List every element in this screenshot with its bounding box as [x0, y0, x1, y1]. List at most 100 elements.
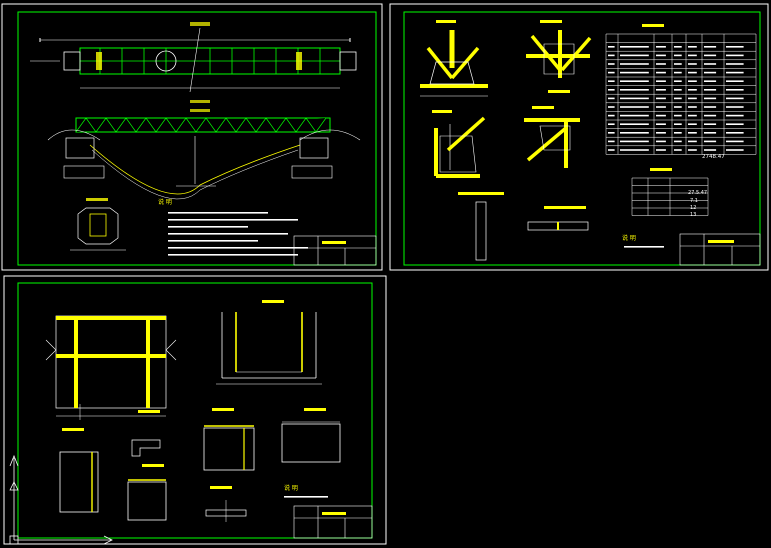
table-cell-text [704, 132, 717, 134]
table-cell-text [656, 114, 666, 117]
sheet-2-notes-title: 说 明 [622, 234, 636, 242]
node-detail-b [526, 20, 592, 93]
table-cell-text [674, 89, 682, 91]
table-cell-text [674, 140, 682, 143]
node-detail-c [432, 110, 486, 178]
table-cell-text [688, 132, 697, 134]
table-cell-text [608, 89, 615, 91]
table-cell-text [656, 132, 666, 134]
table-cell-text [608, 140, 615, 143]
table-cell-text [620, 63, 649, 65]
table-cell-text [704, 46, 717, 48]
table-cell-text [704, 114, 717, 117]
table-cell-text [620, 140, 649, 143]
table-cell-text [704, 123, 717, 125]
table-cell-text [608, 71, 615, 74]
table-cell-text [704, 97, 717, 100]
table-cell-text [688, 46, 697, 48]
table-cell-text [688, 149, 697, 151]
table-cell-text [608, 63, 615, 65]
table-cell-text [688, 63, 697, 65]
frame-elevation [45, 315, 177, 420]
table-cell-text [620, 46, 649, 48]
table-cell-text [688, 54, 697, 57]
sheet-2: 说 明 2748.47 27.5.47 7.1 12 13 [389, 3, 769, 271]
table-cell-text [608, 54, 615, 57]
table-cell-text [656, 46, 666, 48]
sheet-1-title-block [293, 235, 377, 266]
table-cell-text [704, 89, 717, 91]
table-cell-text [704, 106, 717, 108]
sheet-3-frame [17, 282, 373, 539]
table-cell-text [674, 132, 682, 134]
table-cell-text [674, 46, 682, 48]
table-cell-text [726, 63, 744, 65]
table-cell-text [726, 54, 744, 57]
node-detail-d [524, 106, 580, 168]
table-cell-text [704, 71, 717, 74]
sheet-3: 说 明 [3, 275, 387, 545]
ucs-axis-icon [9, 454, 113, 545]
sheet-2-title-block [679, 233, 761, 266]
table-cell-text [726, 89, 744, 91]
plate-detail-small: 说 明 [458, 192, 664, 261]
table-cell-text [656, 80, 666, 82]
elevation-view [47, 109, 361, 200]
table-cell-text [656, 106, 666, 108]
sheet-2-frame [403, 11, 761, 266]
table-cell-text [620, 149, 649, 151]
table-cell-text [608, 114, 615, 117]
material-table: 2748.47 [605, 24, 757, 160]
sheet-1-notes: 说 明 [158, 198, 308, 256]
table-cell-text [704, 63, 717, 65]
table-cell-text [674, 123, 682, 125]
table-cell-text [688, 89, 697, 91]
table-cell-text [704, 140, 717, 143]
table-cell-text [620, 89, 649, 91]
plate-details [59, 408, 341, 522]
table-cell-text [726, 132, 744, 134]
summary-value-1: 27.5.47 [688, 190, 707, 196]
table-cell-text [688, 123, 697, 125]
table-cell-text [726, 106, 744, 108]
table-cell-text [726, 123, 744, 125]
table-cell-text [620, 80, 649, 82]
table-cell-text [620, 97, 649, 100]
table-cell-text [688, 97, 697, 100]
plan-view [30, 22, 357, 103]
summary-value-2: 7.1 [690, 198, 698, 204]
section-1-1 [70, 198, 126, 251]
sheet-3-notes-title: 说 明 [284, 484, 298, 492]
node-detail-a [420, 20, 488, 97]
table-cell-text [608, 132, 615, 134]
sheet-3-notes: 说 明 [284, 484, 328, 498]
table-cell-text [674, 97, 682, 100]
table-cell-text [620, 123, 649, 125]
table-cell-text [704, 149, 717, 151]
table-cell-text [656, 54, 666, 57]
sheet-1-frame [17, 11, 377, 266]
table-cell-text [688, 140, 697, 143]
table-cell-text [674, 71, 682, 74]
table-cell-text [726, 80, 744, 82]
table-cell-text [688, 80, 697, 82]
sheet-2-border [389, 3, 769, 271]
table-cell-text [608, 123, 615, 125]
table-total: 2748.47 [702, 154, 725, 160]
table-cell-text [620, 132, 649, 134]
table-cell-text [656, 71, 666, 74]
sheet-1-border [1, 3, 383, 271]
summary-table: 27.5.47 7.1 12 13 [631, 168, 709, 218]
table-cell-text [726, 97, 744, 100]
table-cell-text [674, 149, 682, 151]
table-cell-text [688, 106, 697, 108]
table-cell-text [656, 63, 666, 65]
table-cell-text [608, 97, 615, 100]
table-cell-text [608, 80, 615, 82]
table-cell-text [656, 97, 666, 100]
table-cell-text [656, 140, 666, 143]
table-cell-text [726, 114, 744, 117]
table-cell-text [620, 54, 649, 57]
table-cell-text [674, 63, 682, 65]
